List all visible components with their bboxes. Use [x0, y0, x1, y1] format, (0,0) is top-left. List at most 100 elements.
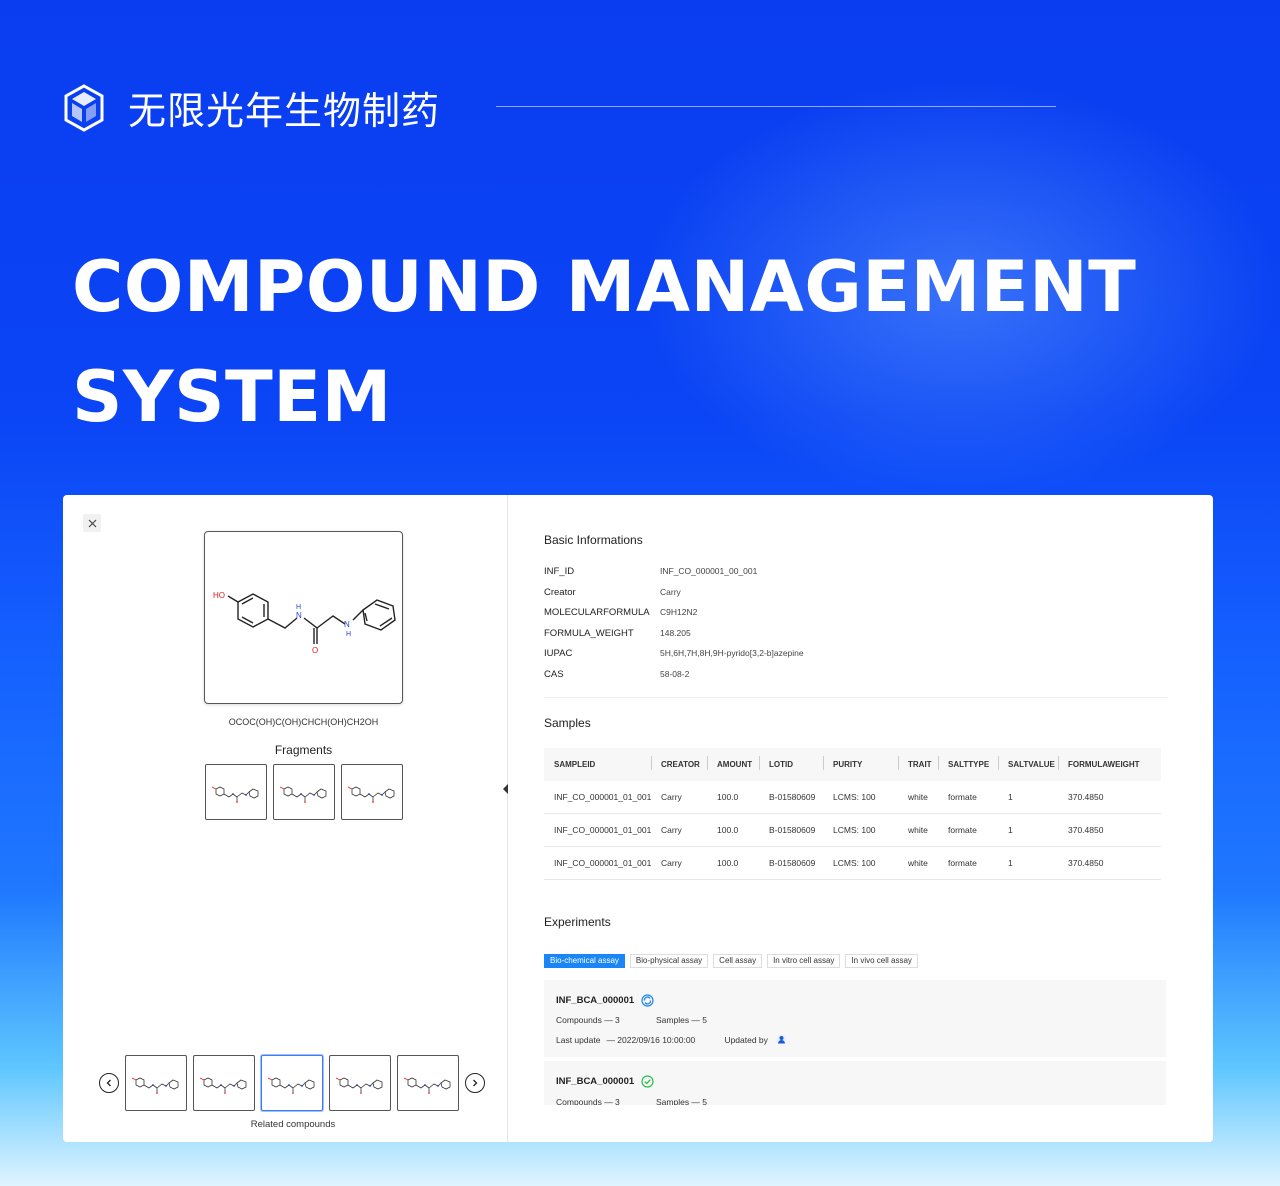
experiment-counts: Compounds — 3 Samples — 5: [556, 1015, 707, 1025]
compounds-count: Compounds — 3: [556, 1097, 620, 1105]
basic-info-key: IUPAC: [544, 648, 573, 659]
table-cell: INF_CO_000001_01_001: [554, 858, 652, 868]
experiment-card[interactable]: INF_BCA_000001 Compounds — 3 Samples — 5…: [544, 980, 1166, 1057]
prev-button[interactable]: [99, 1073, 119, 1093]
table-cell: 1: [1008, 792, 1013, 802]
table-cell: LCMS: 100: [833, 825, 876, 835]
related-compound-thumb-selected[interactable]: [261, 1055, 323, 1111]
table-cell: 370.4850: [1068, 792, 1104, 802]
experiment-card[interactable]: INF_BCA_000001 Compounds — 3 Samples — 5: [544, 1061, 1166, 1105]
table-cell: 100.0: [717, 825, 739, 835]
column-header[interactable]: CREATOR: [651, 756, 707, 770]
tab-cell-assay[interactable]: Cell assay: [713, 954, 763, 968]
fragments-list: [205, 764, 403, 820]
table-cell: 100.0: [717, 792, 739, 802]
experiment-title: INF_BCA_000001: [556, 994, 654, 1007]
experiments-title: Experiments: [544, 915, 611, 929]
header-divider: [496, 106, 1056, 107]
atom-label-n1: N: [296, 611, 302, 620]
next-button[interactable]: [465, 1073, 485, 1093]
last-update-label: Last update: [556, 1034, 601, 1045]
fragment-thumb[interactable]: [341, 764, 403, 820]
section-divider: [544, 697, 1168, 698]
table-cell: B-01580609: [769, 825, 816, 835]
updated-by-label: Updated by: [724, 1034, 768, 1045]
column-header[interactable]: LOTID: [759, 756, 823, 770]
hero-title: COMPOUND MANAGEMENT SYSTEM: [72, 232, 1136, 452]
basic-info-value: Carry: [660, 586, 681, 597]
molecule-structure[interactable]: HO N H O N H: [204, 531, 403, 704]
samples-count: Samples — 5: [656, 1097, 708, 1105]
table-cell: 370.4850: [1068, 858, 1104, 868]
tab-in-vitro-cell-assay[interactable]: In vitro cell assay: [767, 954, 841, 968]
basic-info-value: 5H,6H,7H,8H,9H-pyrido[3,2-b]azepine: [660, 648, 804, 658]
compounds-count: Compounds — 3: [556, 1015, 620, 1025]
column-header[interactable]: TRAIT: [898, 756, 938, 770]
basic-info-key: Creator: [544, 586, 576, 598]
column-header[interactable]: AMOUNT: [707, 756, 759, 770]
fragment-thumb[interactable]: [273, 764, 335, 820]
experiment-update: Last update — 2022/09/16 10:00:00 Update…: [556, 1034, 787, 1045]
table-cell: 100.0: [717, 858, 739, 868]
basic-info-row: FORMULA_WEIGHT 148.205: [544, 628, 691, 639]
experiment-id: INF_BCA_000001: [556, 995, 635, 1006]
experiment-tabs: Bio-chemical assay Bio-physical assay Cell…: [544, 954, 918, 968]
basic-info-value: C9H12N2: [660, 607, 698, 617]
table-cell: white: [908, 858, 928, 868]
samples-count: Samples — 5: [656, 1015, 708, 1025]
related-compound-thumb[interactable]: [397, 1055, 459, 1111]
last-update-value: — 2022/09/16 10:00:00: [606, 1034, 696, 1045]
table-cell: B-01580609: [769, 858, 816, 868]
user-avatar-icon[interactable]: [776, 1034, 787, 1045]
basic-info-value: 148.205: [660, 627, 691, 638]
basic-info-row: IUPAC 5H,6H,7H,8H,9H-pyrido[3,2-b]azepine: [544, 648, 804, 659]
close-button[interactable]: [83, 514, 101, 532]
tab-bio-physical-assay[interactable]: Bio-physical assay: [629, 954, 709, 968]
column-header[interactable]: PURITY: [823, 756, 898, 770]
structure-panel: HO N H O N H OCOC(OH)C(OH)CHCH(OH)CH2OH …: [63, 495, 508, 1142]
tab-in-vivo-cell-assay[interactable]: In vivo cell assay: [845, 954, 918, 968]
column-header[interactable]: SAMPLEID: [554, 760, 596, 769]
brand: 无限光年生物制药: [62, 80, 440, 135]
related-compounds-label: Related compounds: [250, 1119, 336, 1130]
basic-info-key: MOLECULARFORMULA: [544, 607, 650, 618]
table-cell: INF_CO_000001_01_001: [554, 825, 652, 835]
atom-label-n1-h: H: [296, 604, 301, 611]
basic-info-value: 58-08-2: [660, 668, 690, 679]
table-cell: Carry: [661, 858, 682, 868]
related-compound-thumb[interactable]: [329, 1055, 391, 1111]
tab-bio-chemical-assay[interactable]: Bio-chemical assay: [544, 954, 625, 968]
check-circle-icon: [641, 1075, 654, 1088]
related-compound-thumb[interactable]: [125, 1055, 187, 1111]
cube-logo-icon: [64, 83, 104, 132]
table-row[interactable]: INF_CO_000001_01_001 Carry 100.0 B-01580609…: [544, 847, 1161, 880]
basic-info-row: Creator Carry: [544, 587, 681, 598]
atom-label-n2: N: [344, 620, 350, 629]
related-compound-thumb[interactable]: [193, 1055, 255, 1111]
sync-icon: [641, 994, 654, 1007]
hero-line-1: COMPOUND MANAGEMENT: [72, 246, 1137, 328]
collapse-panel-arrow-icon[interactable]: [503, 784, 508, 794]
table-cell: formate: [948, 825, 977, 835]
basic-info-key: FORMULA_WEIGHT: [544, 627, 634, 639]
column-header[interactable]: FORMULAWEIGHT: [1058, 756, 1161, 770]
basic-info-key: INF_ID: [544, 566, 575, 577]
background-glow: [640, 80, 1280, 500]
table-cell: B-01580609: [769, 792, 816, 802]
column-header[interactable]: SALTTYPE: [938, 756, 998, 770]
column-header[interactable]: SALTVALUE: [998, 756, 1058, 770]
table-cell: LCMS: 100: [833, 792, 876, 802]
atom-label-n2-h: H: [346, 631, 351, 638]
fragment-thumb[interactable]: [205, 764, 267, 820]
fragments-title: Fragments: [274, 743, 333, 757]
table-cell: INF_CO_000001_01_001: [554, 792, 652, 802]
table-cell: formate: [948, 858, 977, 868]
basic-info-row: MOLECULARFORMULA C9H12N2: [544, 607, 697, 618]
